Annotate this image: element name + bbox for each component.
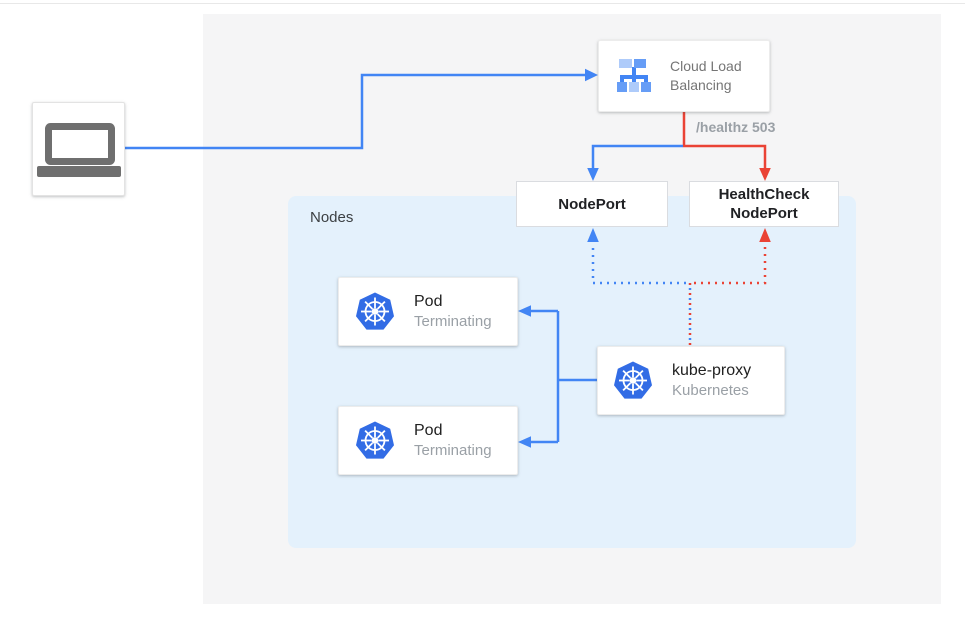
load-balancer-to-healthcheck-arrow: [682, 112, 771, 181]
pod-card-2: Pod Terminating: [338, 406, 518, 475]
client-to-load-balancer-arrow: [125, 68, 598, 150]
kube-proxy-title: kube-proxy: [672, 362, 752, 379]
kube-proxy-to-pods-arrows: [518, 305, 597, 448]
nodeport-box: NodePort: [516, 181, 668, 227]
pod-title: Pod: [414, 422, 443, 439]
kube-proxy-to-healthcheck-dotted-arrow: [694, 228, 771, 285]
pod-card-1: Pod Terminating: [338, 277, 518, 346]
laptop-icon: [36, 123, 121, 177]
top-divider: [0, 3, 965, 4]
pod-status: Terminating: [414, 313, 492, 330]
load-balancer-to-nodeport-arrow: [587, 144, 683, 181]
healthz-status-label: /healthz 503: [696, 119, 776, 135]
pod-status: Terminating: [414, 442, 492, 459]
cloud-load-balancing-card: Cloud Load Balancing: [598, 40, 770, 112]
healthcheck-nodeport-box: HealthCheck NodePort: [689, 181, 839, 227]
kubernetes-icon: [356, 421, 394, 459]
kubernetes-icon: [614, 361, 652, 399]
nodes-group-label: Nodes: [310, 209, 354, 226]
cloud-load-balancing-label: Cloud Load Balancing: [670, 58, 742, 93]
client-laptop-card: [32, 102, 125, 196]
kube-proxy-subtitle: Kubernetes: [672, 382, 749, 399]
kube-proxy-to-nodeport-dotted-arrow: [587, 228, 686, 285]
kube-proxy-card: kube-proxy Kubernetes: [597, 346, 785, 415]
kubernetes-icon: [356, 292, 394, 330]
load-balancer-icon: [617, 59, 651, 92]
pod-title: Pod: [414, 293, 443, 310]
